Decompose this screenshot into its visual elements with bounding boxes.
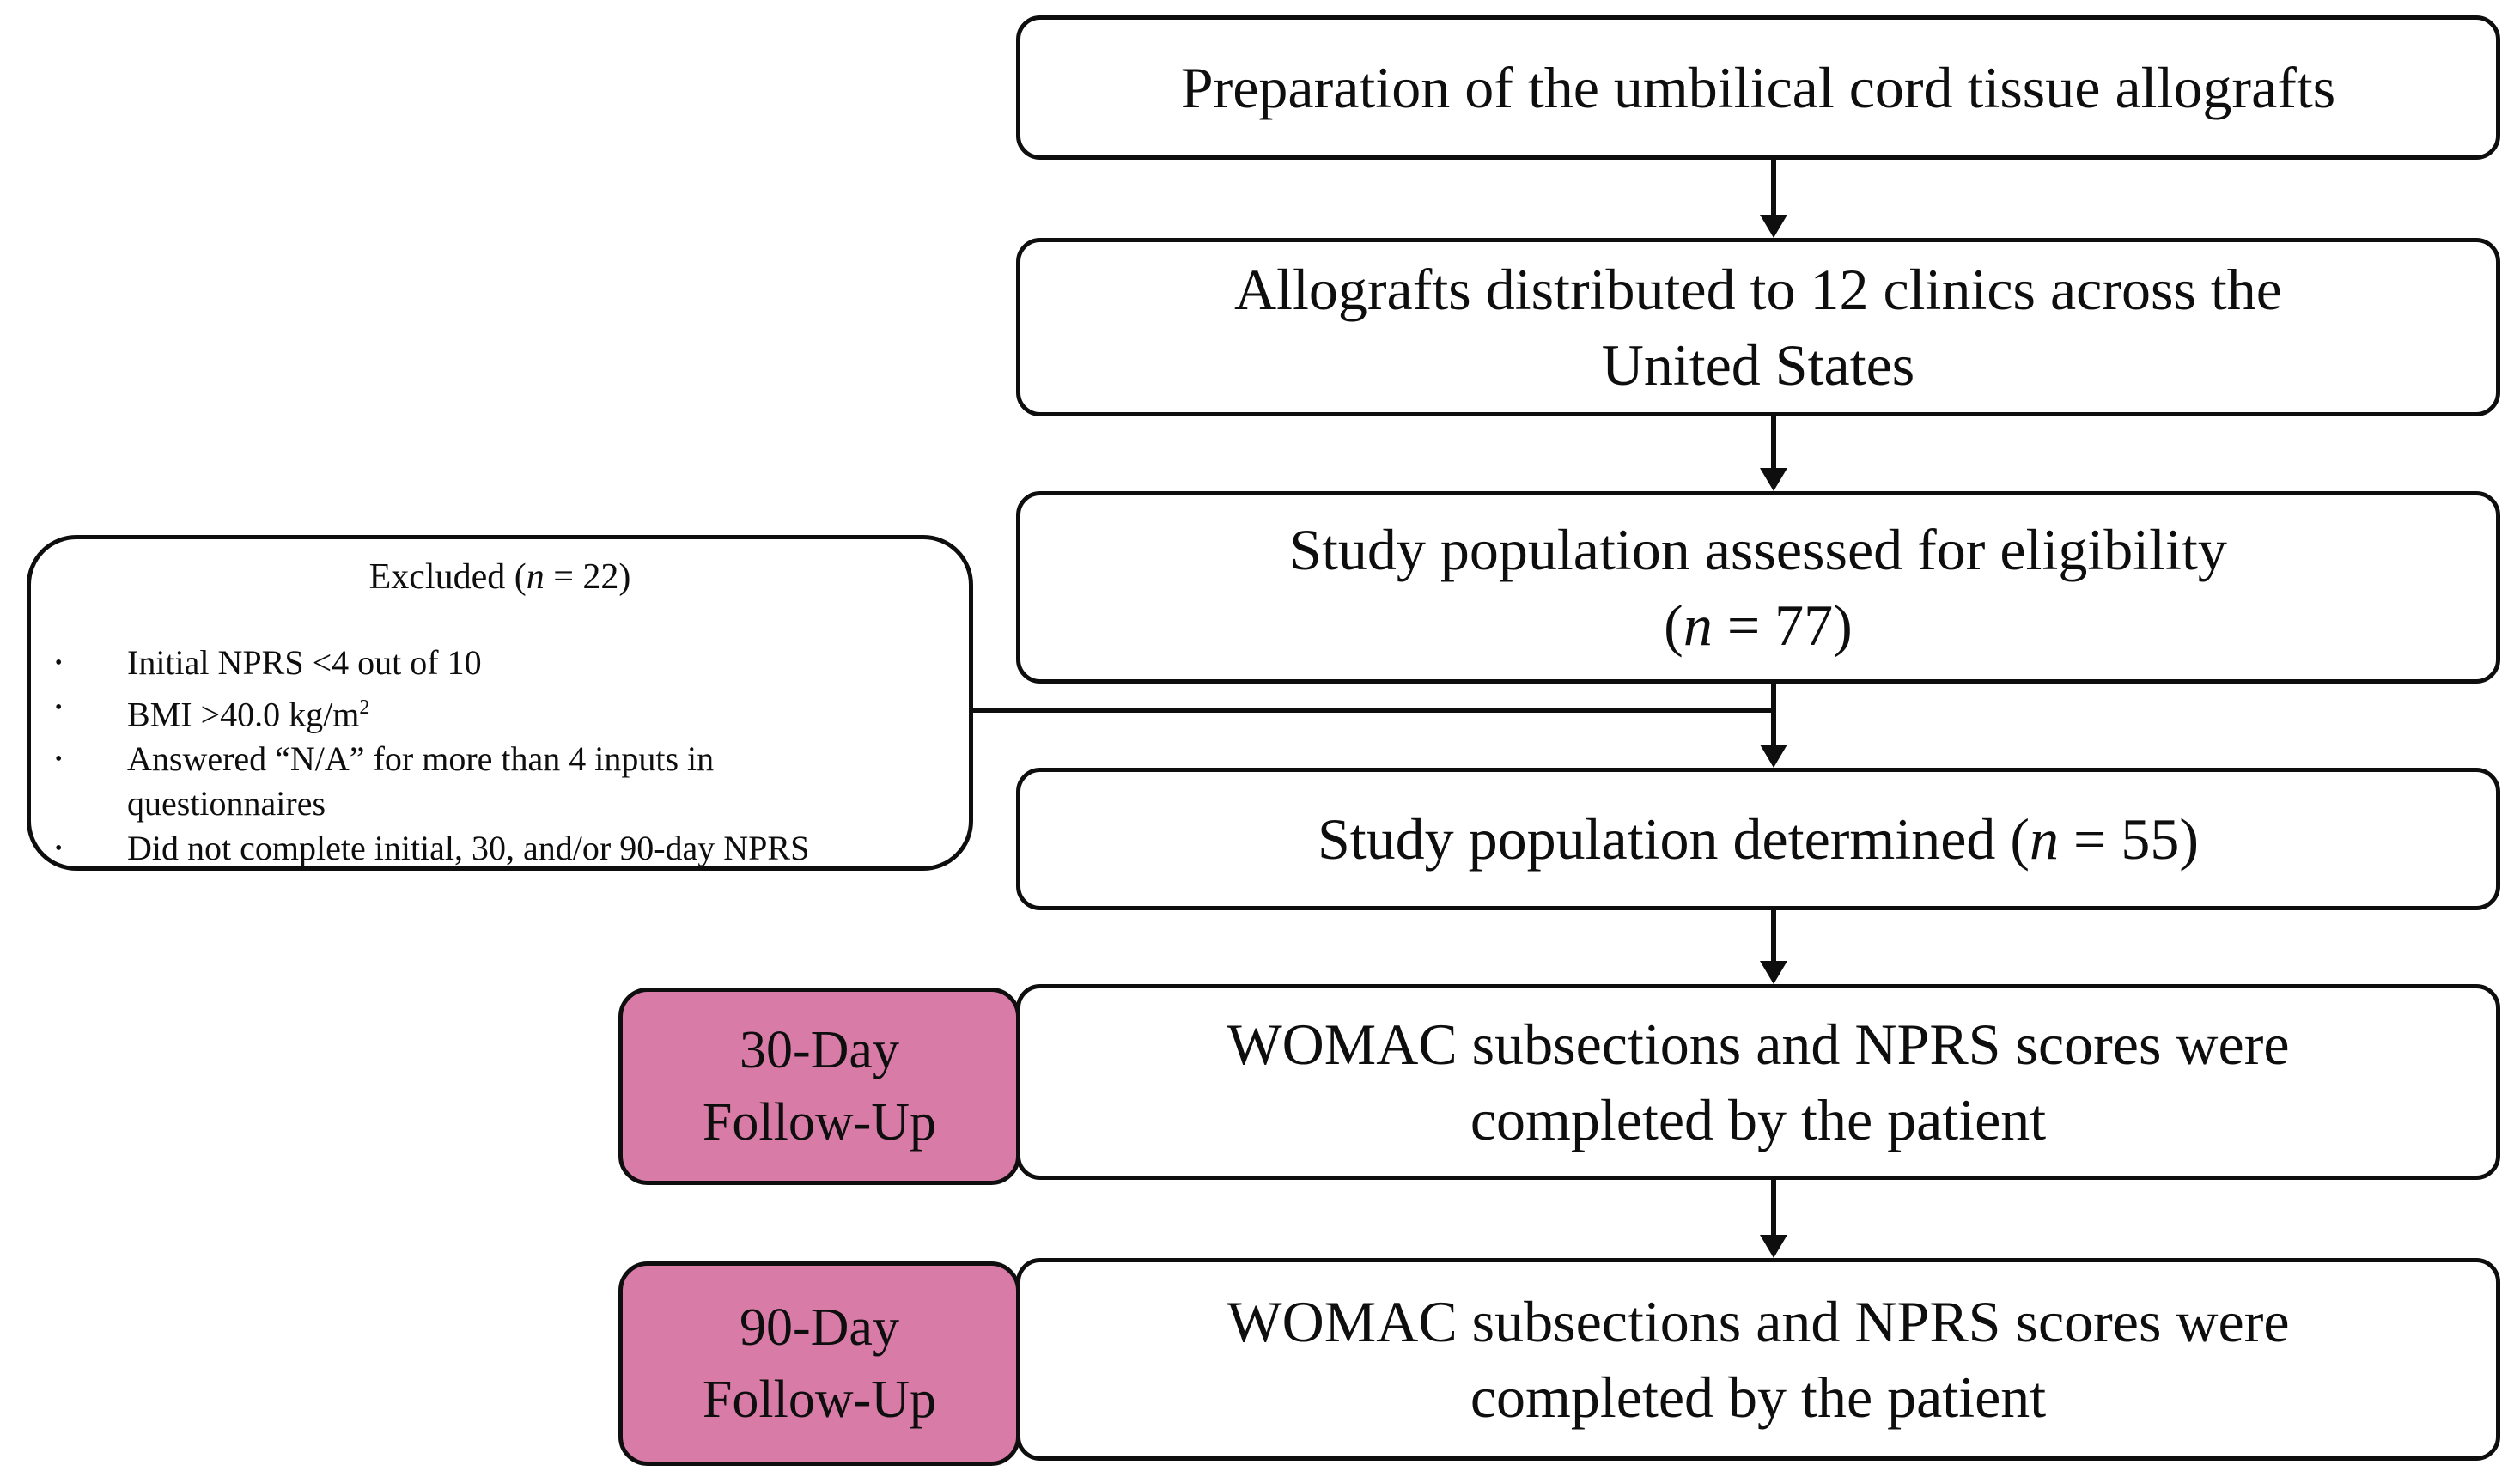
flow-box-eligibility: Study population assessed for eligibilit… [1016,491,2500,684]
bullet-text: Did not complete initial, 30, and/or 90-… [127,829,810,868]
box-text-line: (n = 77) [1664,593,1853,658]
bullet-marker-icon: • [55,748,63,771]
box-text-line: United States [1601,332,1915,398]
box-text-line: Allografts distributed to 12 clinics acr… [1234,257,2282,322]
connector-line-1 [1771,160,1776,216]
badge-text-line: 30-Day [740,1021,899,1079]
bullet-marker-icon: • [55,696,63,719]
excluded-bullet-item: • Answered “N/A” for more than 4 inputs … [31,737,969,826]
bullet-text: Initial NPRS <4 out of 10 [127,643,482,682]
box-text-line: Study population assessed for eligibilit… [1289,517,2227,582]
bullet-marker-icon: • [55,837,63,860]
flow-box-womac-30: WOMAC subsections and NPRS scores were c… [1016,984,2500,1180]
followup-90-badge: 90-Day Follow-Up [618,1261,1020,1466]
box-text-line: WOMAC subsections and NPRS scores were [1227,1289,2290,1354]
arrow-down-icon [1760,468,1787,491]
arrow-down-icon [1760,215,1787,238]
bullet-marker-icon: • [55,652,63,674]
flow-box-distribution: Allografts distributed to 12 clinics acr… [1016,238,2500,416]
box-text-line: Preparation of the umbilical cord tissue… [1180,55,2336,120]
arrow-down-icon [1760,961,1787,984]
arrow-down-icon [1760,745,1787,768]
excluded-bullet-list: • Initial NPRS <4 out of 10 • BMI >40.0 … [31,641,969,871]
badge-text-line: Follow-Up [702,1093,937,1152]
box-text-line: completed by the patient [1470,1364,2047,1430]
connector-line-2 [1771,416,1776,470]
badge-text-line: Follow-Up [702,1371,937,1429]
excluded-bullet-item: • BMI >40.0 kg/m2 [31,685,969,737]
connector-line-excluded [969,708,1776,713]
bullet-text: BMI >40.0 kg/m2 [127,695,370,734]
bullet-text: Answered “N/A” for more than 4 inputs in… [127,739,715,824]
flow-box-womac-90: WOMAC subsections and NPRS scores were c… [1016,1258,2500,1461]
connector-line-3 [1771,684,1776,746]
flow-box-determined: Study population determined (n = 55) [1016,768,2500,910]
connector-line-5 [1771,1180,1776,1237]
excluded-bullet-item: • Initial NPRS <4 out of 10 [31,641,969,685]
badge-text-line: 90-Day [740,1298,899,1357]
box-text-line: Study population determined (n = 55) [1317,806,2200,872]
followup-30-badge: 30-Day Follow-Up [618,988,1020,1185]
excluded-bullet-item: • Did not complete initial, 30, and/or 9… [31,826,969,871]
excluded-box: Excluded (n = 22) • Initial NPRS <4 out … [27,535,973,871]
box-text-line: WOMAC subsections and NPRS scores were [1227,1012,2290,1077]
box-text-line: completed by the patient [1470,1087,2047,1152]
connector-line-4 [1771,910,1776,963]
flow-box-preparation: Preparation of the umbilical cord tissue… [1016,15,2500,160]
arrow-down-icon [1760,1235,1787,1258]
excluded-title: Excluded (n = 22) [368,557,631,597]
